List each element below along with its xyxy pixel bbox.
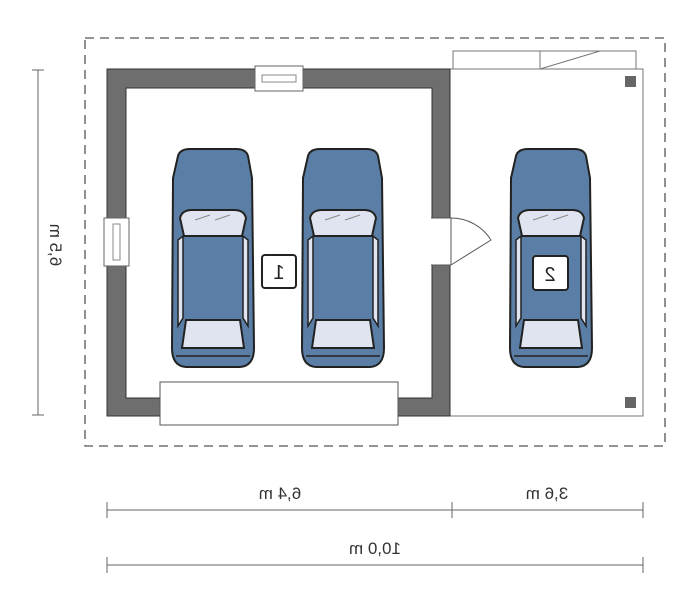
height-dimension: 6,5 m	[46, 224, 65, 267]
dimension-lines	[32, 69, 644, 573]
plot-boundary	[84, 37, 666, 447]
side-door	[431, 217, 492, 266]
total-width-dimension: 10,0 m	[349, 539, 401, 558]
svg-text:1: 1	[273, 262, 284, 284]
car-icon	[170, 148, 256, 368]
space-label-2: 2	[532, 255, 569, 291]
post	[625, 76, 636, 87]
space-label-1: 1	[261, 254, 297, 289]
car-icon	[300, 148, 386, 368]
svg-text:2: 2	[544, 264, 555, 286]
window-left	[103, 217, 130, 267]
post	[625, 397, 636, 408]
right-width-dimension: 3,6 m	[526, 484, 569, 503]
left-width-dimension: 6,4 m	[259, 484, 302, 503]
window-top	[254, 65, 304, 92]
garage-door	[159, 381, 399, 426]
garage-walls	[106, 68, 451, 417]
